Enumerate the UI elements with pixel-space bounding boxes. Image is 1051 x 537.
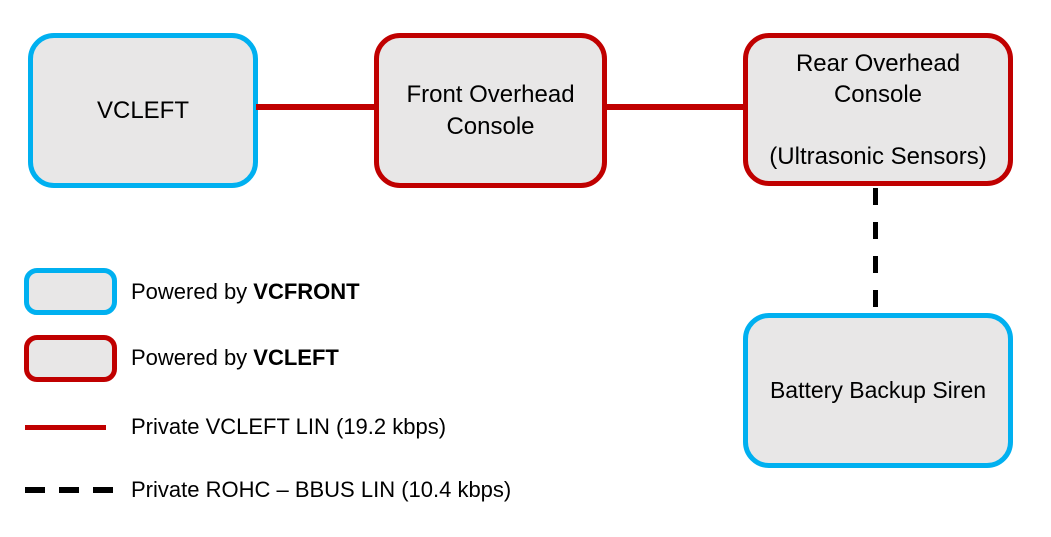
legend-label-private-rohc-bbus-lin: Private ROHC – BBUS LIN (10.4 kbps) <box>131 477 512 502</box>
node-battery-backup-siren-label: Battery Backup Siren <box>769 376 987 403</box>
legend-label-powered-by-vcfront-bold: VCFRONT <box>253 279 360 304</box>
legend-label-powered-by-vcleft-bold: VCLEFT <box>253 345 339 370</box>
legend-swatch-dashed-black-line <box>25 487 113 493</box>
node-front-overhead-console: Front Overhead Console <box>374 33 607 188</box>
legend-swatch-solid-red-line <box>25 425 106 430</box>
legend-label-powered-by-vcfront-prefix: Powered by <box>131 279 254 304</box>
legend-label-powered-by-vcleft: Powered by VCLEFT <box>131 345 339 371</box>
legend-swatch-vcfront-box <box>24 268 117 315</box>
connector-rear-overhead-console-to-battery-backup-siren-dashed <box>873 188 878 312</box>
node-vcleft: VCLEFT <box>28 33 258 188</box>
connector-vcleft-to-front-overhead-console <box>256 104 376 110</box>
node-rear-overhead-console: Rear Overhead Console (Ultrasonic Sensor… <box>743 33 1013 186</box>
connector-front-to-rear-overhead-console <box>605 104 745 110</box>
legend-label-private-vcleft-lin: Private VCLEFT LIN (19.2 kbps) <box>131 414 447 439</box>
node-rear-overhead-console-label: Rear Overhead Console <box>795 50 961 109</box>
legend-label-powered-by-vcleft-prefix: Powered by <box>131 345 254 370</box>
legend-swatch-vcleft-box <box>24 335 117 382</box>
node-rear-overhead-console-sublabel: (Ultrasonic Sensors) <box>769 142 987 170</box>
node-vcleft-label: VCLEFT <box>96 96 189 124</box>
legend-label-powered-by-vcfront: Powered by VCFRONT <box>131 279 360 305</box>
node-battery-backup-siren: Battery Backup Siren <box>743 313 1013 468</box>
node-front-overhead-console-label: Front Overhead Console <box>406 81 575 140</box>
